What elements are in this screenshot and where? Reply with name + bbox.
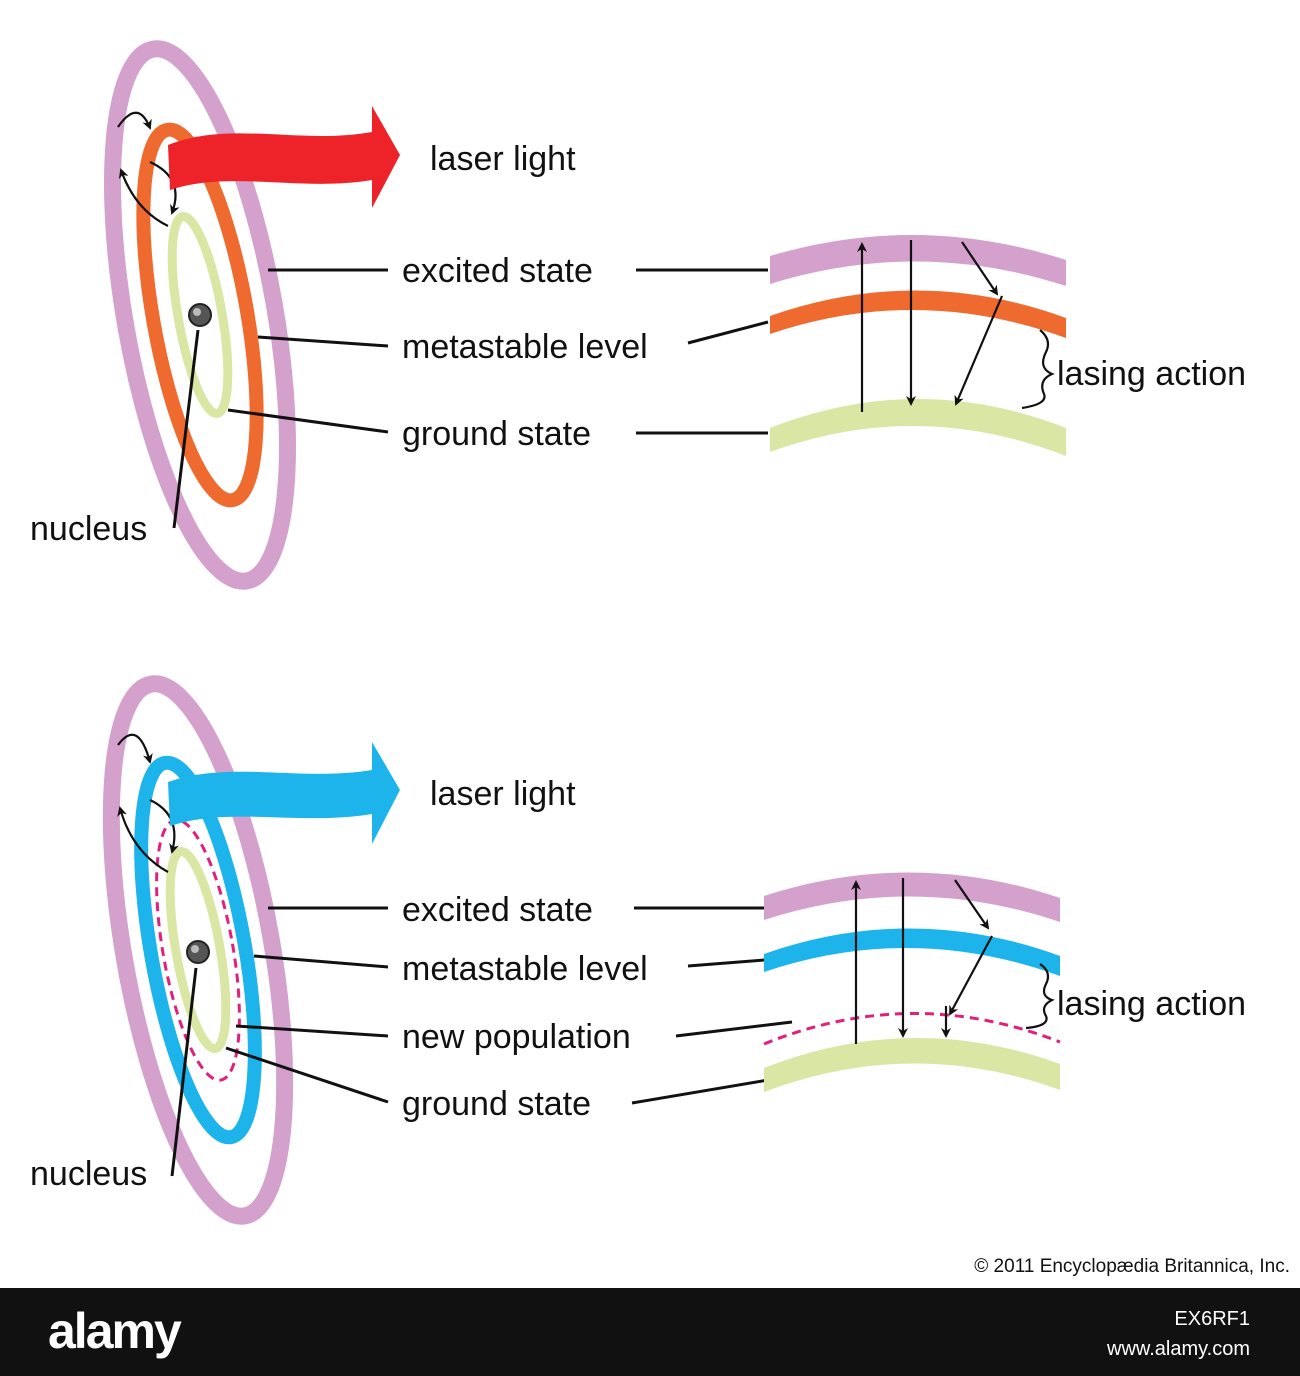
top-ground-label: ground state: [402, 415, 591, 453]
bottom-new-population-leader-left: [235, 1024, 389, 1038]
bottom-excited-band: [764, 872, 1060, 922]
bottom-laser-arrow: [168, 742, 400, 844]
top-nucleus-leader: [172, 329, 200, 529]
bottom-metastable-leader-right: [687, 958, 765, 968]
site-url: www.alamy.com: [1107, 1338, 1250, 1360]
bottom-relax-arrow: [954, 879, 990, 930]
top-atom-transition-arrow-3: [118, 168, 169, 227]
top-atom-transition-arrow-1: [117, 111, 152, 130]
top-lasing-brace: [1021, 329, 1055, 410]
top-metastable-leader-left: [257, 335, 389, 348]
top-lasing-label: lasing action: [1057, 355, 1246, 393]
bottom-metastable-band: [764, 928, 1060, 976]
bottom-nucleus: [186, 940, 210, 964]
bottom-lasing-label: lasing action: [1057, 985, 1246, 1023]
bottom-nucleus-highlight: [191, 945, 199, 953]
bottom-laser-label: laser light: [430, 775, 576, 813]
top-nucleus-label: nucleus: [30, 510, 147, 548]
bottom-atom-transition-arrow-3: [117, 806, 169, 873]
top-excited-ring: [104, 40, 296, 590]
top-ground-band: [770, 399, 1066, 456]
bottom-ground-band: [764, 1037, 1060, 1092]
bottom-metastable-leader-left: [253, 954, 389, 969]
copyright-text: © 2011 Encyclopædia Britannica, Inc.: [974, 1256, 1290, 1277]
bottom-atom-transition-arrow-1: [117, 733, 153, 764]
top-laser-label: laser light: [430, 140, 576, 178]
bottom-new-population-leader-right: [675, 1020, 793, 1038]
bottom-ground-leader-right: [631, 1078, 769, 1105]
bottom-new-population-band: [763, 1012, 1061, 1046]
top-ground-ring: [167, 211, 233, 419]
image-id: EX6RF1: [1174, 1308, 1250, 1330]
top-atom: [104, 40, 296, 590]
bottom-nucleus-leader: [170, 967, 198, 1177]
bottom-excited-ring: [102, 675, 294, 1225]
top-lasing-arrow: [954, 295, 1004, 406]
bottom-nucleus-label: nucleus: [30, 1155, 147, 1193]
bottom-metastable-ring: [134, 755, 262, 1145]
top-relax-arrow: [961, 241, 999, 296]
bottom-diagram: laser light excited state metastable lev…: [30, 675, 1246, 1225]
bottom-ground-ring: [165, 846, 231, 1054]
bottom-new-population-label: new population: [402, 1018, 631, 1056]
alamy-logo: alamy: [48, 1303, 182, 1359]
top-nucleus: [188, 303, 212, 327]
bottom-ground-leader-left: [225, 1046, 389, 1104]
top-metastable-leader-right: [687, 320, 769, 345]
top-diagram: laser light excited state metastable lev…: [30, 40, 1246, 590]
top-laser-arrow: [168, 106, 400, 208]
top-metastable-label: metastable level: [402, 328, 648, 366]
bottom-lasing-arrow: [949, 935, 993, 1016]
bottom-excited-label: excited state: [402, 891, 593, 929]
top-ground-leader-left: [227, 408, 389, 434]
laser-energy-level-diagram: laser light excited state metastable lev…: [30, 40, 1290, 1277]
bottom-ground-label: ground state: [402, 1085, 591, 1123]
top-nucleus-highlight: [193, 308, 201, 316]
bottom-lasing-brace: [1025, 963, 1055, 1030]
watermark-footer: alamy EX6RF1 www.alamy.com: [0, 1288, 1300, 1376]
top-excited-label: excited state: [402, 252, 593, 290]
bottom-metastable-label: metastable level: [402, 950, 648, 988]
top-metastable-ring: [136, 122, 264, 508]
top-metastable-band: [770, 290, 1066, 338]
top-excited-band: [770, 234, 1066, 286]
